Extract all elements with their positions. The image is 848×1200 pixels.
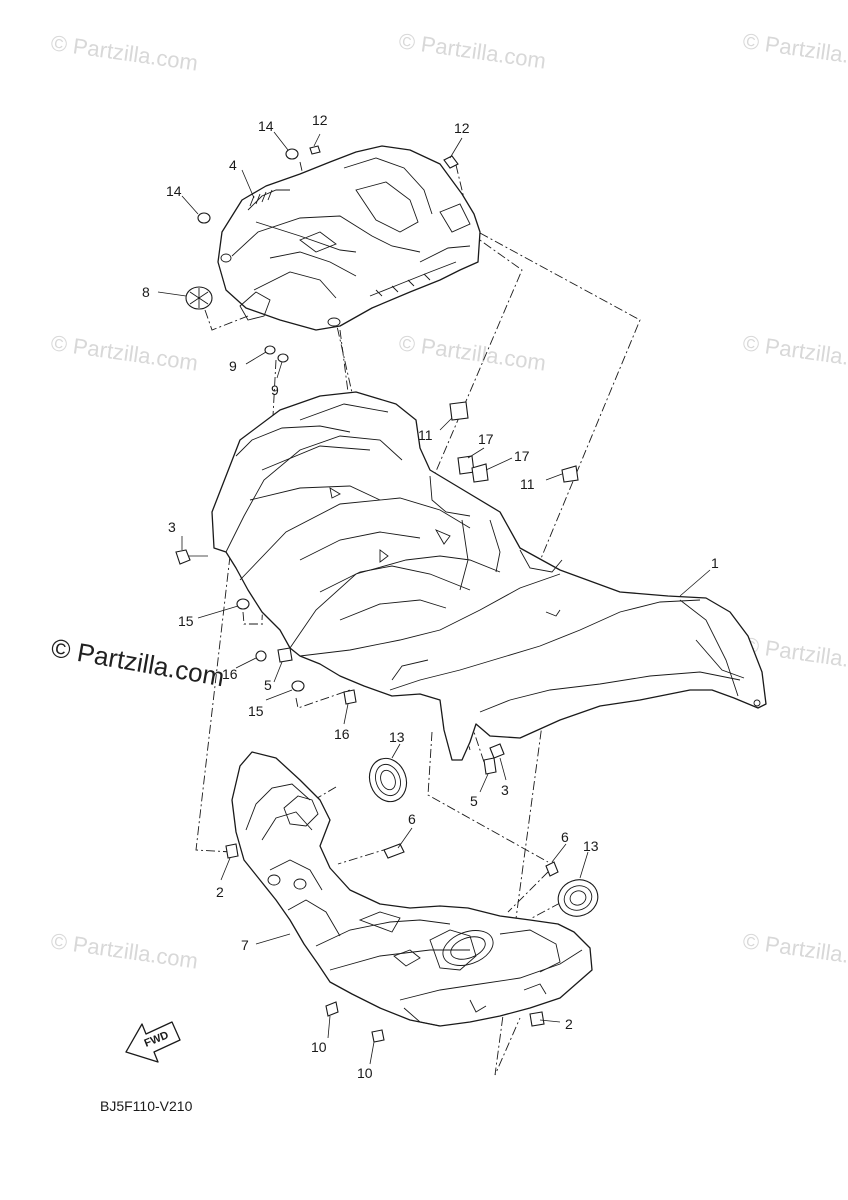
- bolt-3b: [489, 743, 505, 759]
- callout-17: 17: [478, 431, 494, 447]
- nut-2a: [225, 843, 239, 859]
- grommet-14a: [285, 148, 299, 160]
- callout-16: 16: [222, 666, 238, 682]
- screw-6b: [545, 861, 559, 877]
- watermark-prominent: © Partzilla.com: [49, 632, 227, 692]
- callout-10: 10: [357, 1065, 373, 1081]
- washer-16a: [255, 650, 267, 662]
- callout-15: 15: [178, 613, 194, 629]
- callout-leaders: [157, 131, 711, 1065]
- callout-12: 12: [454, 120, 470, 136]
- callout-3: 3: [168, 519, 176, 535]
- clip-17a: [457, 455, 475, 475]
- nut-2b: [529, 1011, 545, 1027]
- watermark: © Partzilla.com: [49, 30, 199, 75]
- callout-9: 9: [229, 358, 237, 374]
- callout-2: 2: [216, 884, 224, 900]
- callout-13: 13: [389, 729, 405, 745]
- top-cover-part-4: [217, 145, 481, 331]
- clip-11a: [449, 401, 469, 421]
- watermark: © Partzilla.com: [397, 330, 547, 375]
- bolt-5a: [277, 647, 293, 663]
- callout-11: 11: [418, 427, 433, 443]
- screw-12b: [443, 155, 459, 169]
- grommet-14b: [197, 212, 211, 224]
- fwd-arrow-icon: FWD: [125, 1021, 181, 1063]
- callout-12: 12: [312, 112, 328, 128]
- callout-6: 6: [408, 811, 416, 827]
- callout-2: 2: [565, 1016, 573, 1032]
- callout-9: 9: [271, 382, 279, 398]
- screw-10a: [325, 1001, 339, 1017]
- callout-14: 14: [166, 183, 182, 199]
- lower-panel-part-7: [231, 751, 593, 1027]
- washer-9a: [264, 345, 276, 355]
- bolt-5b: [483, 757, 497, 775]
- callout-11: 11: [520, 476, 535, 492]
- boot-13a: [368, 757, 408, 803]
- callout-14: 14: [258, 118, 274, 134]
- front-fender-part-1: [211, 391, 767, 761]
- callout-6: 6: [561, 829, 569, 845]
- callout-1: 1: [711, 555, 719, 571]
- screw-12a: [309, 145, 321, 155]
- watermark: © Partzilla.com: [741, 28, 848, 73]
- grommet-15a: [236, 598, 250, 610]
- watermark: © Partzilla.com: [49, 330, 199, 375]
- callout-7: 7: [241, 937, 249, 953]
- callout-5: 5: [264, 677, 272, 693]
- callout-10: 10: [311, 1039, 327, 1055]
- bolt-16b: [343, 689, 357, 705]
- clip-17b: [471, 463, 489, 483]
- callout-17: 17: [514, 448, 530, 464]
- callout-13: 13: [583, 838, 599, 854]
- watermark: © Partzilla.com: [397, 28, 547, 73]
- bolt-3a: [175, 549, 191, 565]
- callout-16: 16: [334, 726, 350, 742]
- screw-6a: [383, 843, 405, 859]
- hardware: [175, 145, 599, 1043]
- callout-5: 5: [470, 793, 478, 809]
- washer-9b: [277, 353, 289, 363]
- clip-11b: [561, 465, 579, 483]
- diagram-code: BJ5F110-V210: [100, 1098, 193, 1114]
- grommet-15b: [291, 680, 305, 692]
- boot-13b: [557, 879, 599, 917]
- callout-4: 4: [229, 157, 237, 173]
- callout-3: 3: [501, 782, 509, 798]
- watermark: © Partzilla.com: [741, 330, 848, 375]
- watermark: © Partzilla.com: [49, 928, 199, 973]
- callout-8: 8: [142, 284, 150, 300]
- screw-10b: [371, 1029, 385, 1043]
- callout-15: 15: [248, 703, 264, 719]
- callout-labels: 1 2 2 3 3 4 5 5 6 6 7 8 9 9 10 10 11 11 …: [142, 112, 719, 1081]
- watermark: © Partzilla.com: [741, 928, 848, 973]
